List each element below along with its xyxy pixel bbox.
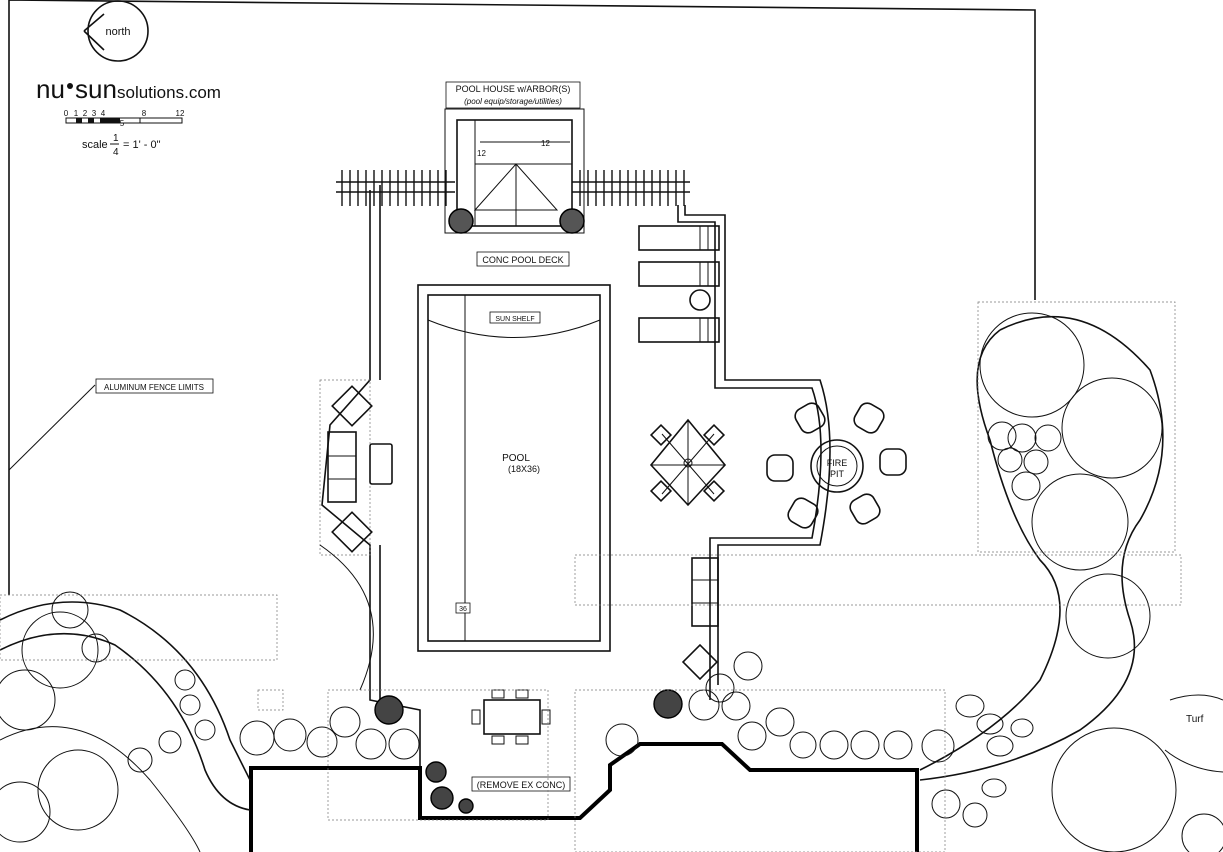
pool-house-dim-width: 12 — [541, 139, 550, 148]
pool-house-dim-depth: 12 — [477, 149, 486, 158]
pool-house: 12 12 — [444, 108, 585, 234]
pool-deck — [319, 185, 831, 812]
house-outline — [249, 742, 919, 852]
pool-label-line1: POOL — [502, 453, 530, 464]
fence-label: ALUMINUM FENCE LIMITS — [95, 378, 214, 394]
pool-dim-label: 36 — [459, 606, 467, 613]
scale-tick-5: 5 — [120, 119, 125, 128]
north-label: north — [105, 26, 130, 38]
planting-limits — [0, 301, 1182, 852]
accent-shrubs — [374, 689, 683, 814]
remove-concrete-text: (REMOVE EX CONC) — [477, 780, 566, 790]
scale-denominator: 4 — [113, 147, 119, 158]
deck-label-text: CONC POOL DECK — [482, 255, 563, 265]
fire-pit: FIRE PIT — [766, 402, 907, 529]
scale-tick-12: 12 — [176, 109, 185, 118]
brand-name-right: sun — [75, 74, 117, 104]
svg-text:nu: nu — [36, 74, 65, 104]
fire-pit-label-line1: FIRE — [827, 458, 848, 468]
pool-house-line2: (pool equip/storage/utilities) — [464, 97, 562, 106]
scale-tick-1: 1 — [74, 109, 79, 118]
svg-text:sun: sun — [75, 74, 117, 104]
scale-tick-8: 8 — [142, 109, 147, 118]
scale-tick-0: 0 — [64, 109, 69, 118]
left-seating — [327, 385, 393, 553]
scale-numerator: 1 — [113, 133, 119, 144]
scale-bar: 0 1 2 3 4 5 8 12 scale 1 4 = 1' - 0" — [64, 109, 185, 158]
pool: SUN SHELF POOL (18X36) 36 — [417, 284, 611, 652]
fire-pit-label-line2: PIT — [830, 469, 845, 479]
stepping-stones — [955, 694, 1034, 798]
lower-bench — [681, 557, 719, 681]
dining-table — [471, 689, 551, 745]
brand-name-left: nu — [36, 74, 65, 104]
sun-shelf-label: SUN SHELF — [495, 316, 534, 323]
scale-tick-2: 2 — [83, 109, 88, 118]
arbor-right — [572, 170, 690, 206]
brand-logo: nu sun solutions.com — [36, 74, 221, 104]
deck-label: CONC POOL DECK — [476, 251, 570, 267]
turf-label: Turf — [1186, 714, 1204, 725]
foundation-shrubs — [239, 651, 988, 828]
pool-house-label: POOL HOUSE w/ARBOR(S) (pool equip/storag… — [445, 81, 581, 109]
pool-label-line2: (18X36) — [508, 464, 540, 474]
scale-tick-4: 4 — [101, 109, 106, 118]
arbor-left — [336, 170, 455, 206]
scale-text: scale — [82, 139, 108, 151]
chaise-loungers — [638, 225, 720, 343]
right-planting-bed — [919, 312, 1223, 852]
scale-rest: = 1' - 0" — [123, 139, 161, 151]
fence-label-text: ALUMINUM FENCE LIMITS — [104, 383, 204, 392]
umbrella-table — [649, 418, 727, 507]
north-arrow: north — [83, 0, 149, 62]
brand-suffix: solutions.com — [117, 83, 221, 102]
property-boundary — [8, 0, 1036, 595]
scale-tick-3: 3 — [92, 109, 97, 118]
pool-house-line1: POOL HOUSE w/ARBOR(S) — [456, 84, 571, 94]
remove-concrete-label: (REMOVE EX CONC) — [471, 776, 571, 792]
left-planting-bed — [0, 591, 251, 852]
